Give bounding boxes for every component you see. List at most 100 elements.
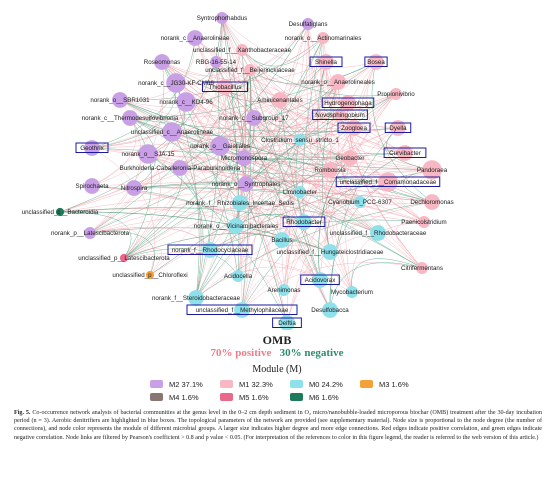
network-node <box>279 315 295 330</box>
negative-edge <box>147 17 223 155</box>
network-node <box>322 162 338 178</box>
legend-item-m2: M2 37.1% <box>150 380 220 389</box>
positive-edge <box>123 69 251 259</box>
node-label: Limnobacter <box>283 189 317 196</box>
negative-edge <box>89 231 155 276</box>
network-node <box>312 272 328 288</box>
legend-module: M0 <box>309 379 320 389</box>
positive-edge <box>237 69 251 277</box>
legend-swatch <box>290 380 303 388</box>
legend-swatch <box>150 380 163 388</box>
node-label: Rombousia <box>314 167 346 174</box>
negative-edge <box>129 61 377 119</box>
legend-row: M4 1.6% M5 1.6% M6 1.6% <box>150 391 480 403</box>
positive-edge <box>147 153 283 241</box>
negative-edge <box>123 117 152 259</box>
node-label: Syntrophorhabdus <box>197 15 248 22</box>
module-legend: M2 37.1% M1 32.3% M0 24.2% M3 1.6% M4 1.… <box>150 378 480 404</box>
node-label: unclassified_p__Chloroflexi <box>112 272 187 279</box>
node-label: Cyanobium_PCC-6307 <box>328 199 392 206</box>
positive-edge <box>179 17 223 169</box>
positive-edge <box>194 37 341 116</box>
network-node <box>202 242 218 258</box>
network-nodes <box>55 12 442 330</box>
node-label: unclassified_p__Latescibacterota <box>78 255 170 262</box>
aerobic-denitrifier-box <box>167 244 253 255</box>
positive-edge <box>171 131 239 277</box>
positive-edge <box>366 61 406 154</box>
network-node <box>416 262 428 274</box>
positive-edge <box>195 86 227 299</box>
network-node <box>176 92 196 112</box>
negative-edge <box>195 201 433 299</box>
legend-item-m0: M0 24.2% <box>290 380 360 389</box>
network-node <box>272 92 288 108</box>
legend-module: M6 <box>309 392 320 402</box>
network-node <box>322 302 338 318</box>
positive-edge <box>161 61 353 293</box>
network-node <box>422 160 442 180</box>
positive-edge <box>147 153 433 171</box>
legend-module: M3 <box>379 379 390 389</box>
negative-edge <box>91 147 406 155</box>
node-label: norank_c__KD4-96 <box>159 99 213 106</box>
aerobic-denitrifier-box <box>364 56 388 67</box>
aerobic-denitrifier-box <box>282 216 326 227</box>
positive-edge <box>241 99 281 311</box>
network-node <box>55 207 65 217</box>
positive-edge <box>91 147 331 171</box>
negative-edge <box>195 81 339 299</box>
node-label: Propionivibrio <box>377 91 415 98</box>
negative-edge <box>119 99 245 159</box>
positive-edge <box>325 61 406 154</box>
negative-edge <box>329 181 389 311</box>
node-label: Curvibacter <box>389 150 421 157</box>
network-node <box>122 110 138 126</box>
module-legend-title: Module (M) <box>252 364 302 375</box>
node-label: Zoogloea <box>341 125 367 132</box>
positive-edge <box>161 61 281 103</box>
positive-percent: 70% positive <box>210 347 272 359</box>
node-label: Dyella <box>389 125 407 132</box>
aerobic-denitrifier-box <box>383 147 427 158</box>
node-label: Geothrix <box>80 145 104 152</box>
negative-edge <box>91 82 177 149</box>
network-node <box>370 225 386 241</box>
figure-caption: Fig. 5. Co-occurrence network analysis o… <box>14 409 542 442</box>
negative-edge <box>219 145 379 234</box>
legend-percent: 24.2% <box>321 379 343 389</box>
network-node <box>236 150 252 166</box>
positive-edge <box>175 82 433 203</box>
network-node <box>334 109 346 121</box>
network-node <box>238 176 254 192</box>
network-node <box>154 54 170 70</box>
node-label: norank_o__Gaiellales <box>190 143 250 150</box>
node-label: Micromonospora <box>221 155 268 162</box>
negative-edge <box>123 61 327 259</box>
network-node <box>342 150 358 166</box>
positive-edge <box>171 131 237 227</box>
positive-edge <box>161 61 399 129</box>
positive-edge <box>245 183 288 324</box>
positive-edge <box>317 61 331 253</box>
legend-percent: 32.3% <box>251 379 273 389</box>
legend-swatch <box>150 393 163 401</box>
negative-percent: 30% negative <box>279 347 344 359</box>
positive-edge <box>347 102 423 269</box>
network-node <box>318 54 334 70</box>
node-label: unclassified_f__Comamonadaceae <box>340 179 437 186</box>
positive-edge <box>235 117 255 227</box>
node-label: Rhodobacter <box>286 219 321 226</box>
negative-edge <box>195 37 324 299</box>
node-label: Geobacter <box>336 155 365 162</box>
positive-edge <box>91 147 156 276</box>
node-label: Desulfatiglans <box>289 21 328 28</box>
network-node <box>216 12 228 24</box>
node-label: norank_c__JG30-KF-CM66 <box>138 80 214 87</box>
network-node <box>246 110 262 126</box>
negative-edge <box>59 207 305 223</box>
aerobic-denitrifier-box <box>312 109 368 120</box>
legend-module: M5 <box>239 392 250 402</box>
negative-edge <box>123 248 239 277</box>
node-label: Arenimonas <box>267 287 300 294</box>
